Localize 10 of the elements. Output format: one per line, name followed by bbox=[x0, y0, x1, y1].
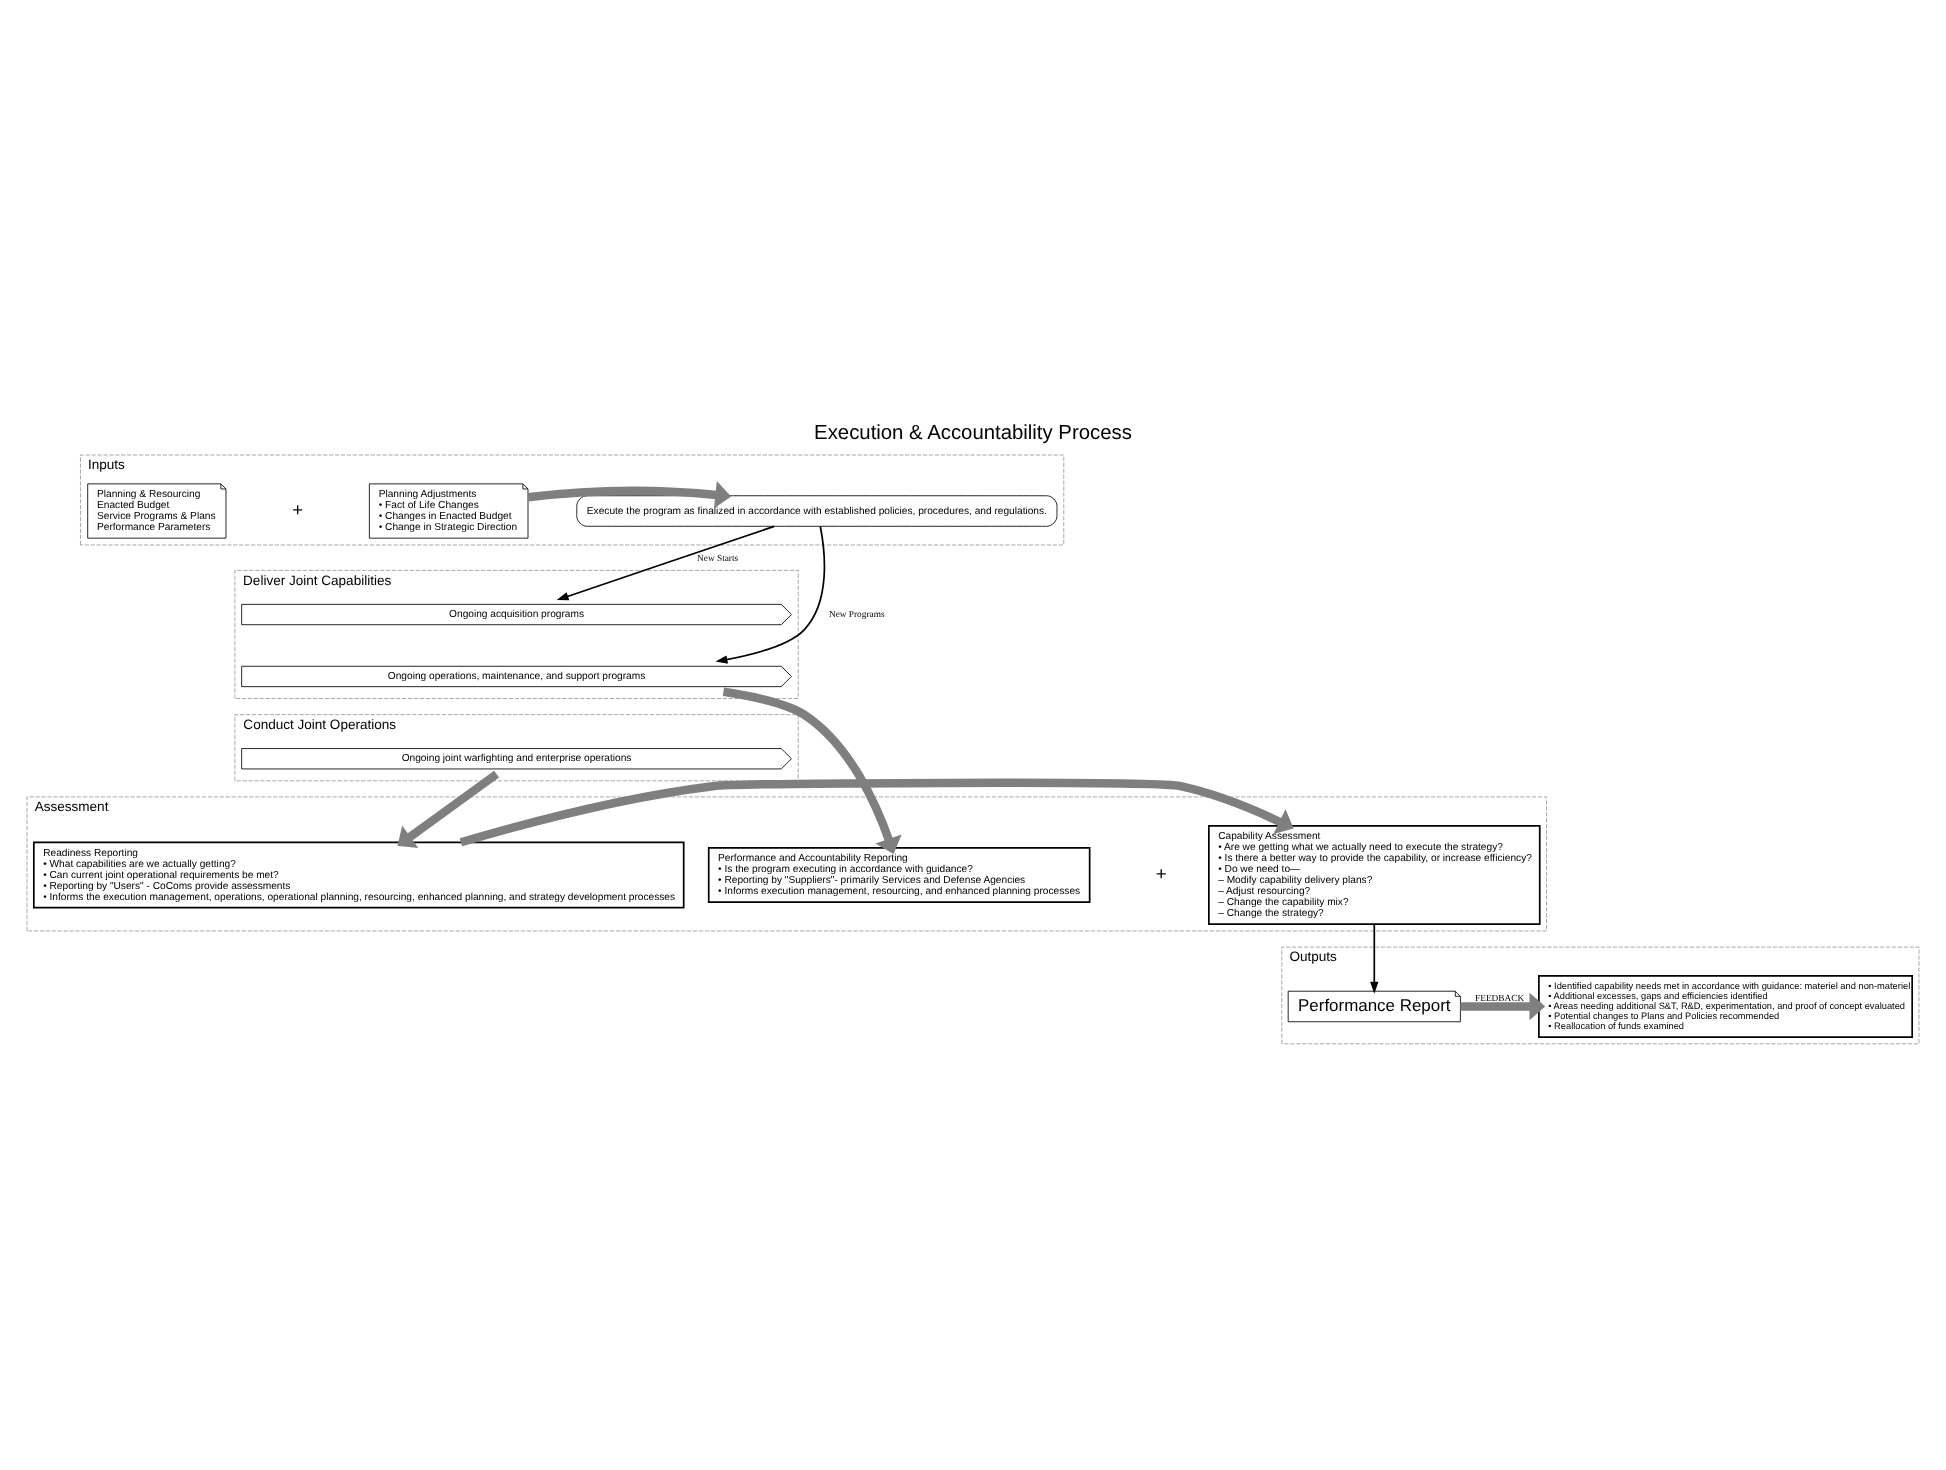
arrow bbox=[556, 525, 776, 601]
arrow bbox=[1460, 992, 1546, 1021]
arrow bbox=[459, 778, 1294, 847]
arrow bbox=[1370, 923, 1379, 994]
label: + bbox=[1155, 863, 1167, 884]
arrow bbox=[527, 481, 732, 509]
arrow bbox=[722, 687, 902, 854]
diagram-title: Execution & Accountability Process bbox=[814, 423, 1132, 446]
arrow bbox=[715, 525, 826, 664]
label: + bbox=[292, 499, 304, 520]
